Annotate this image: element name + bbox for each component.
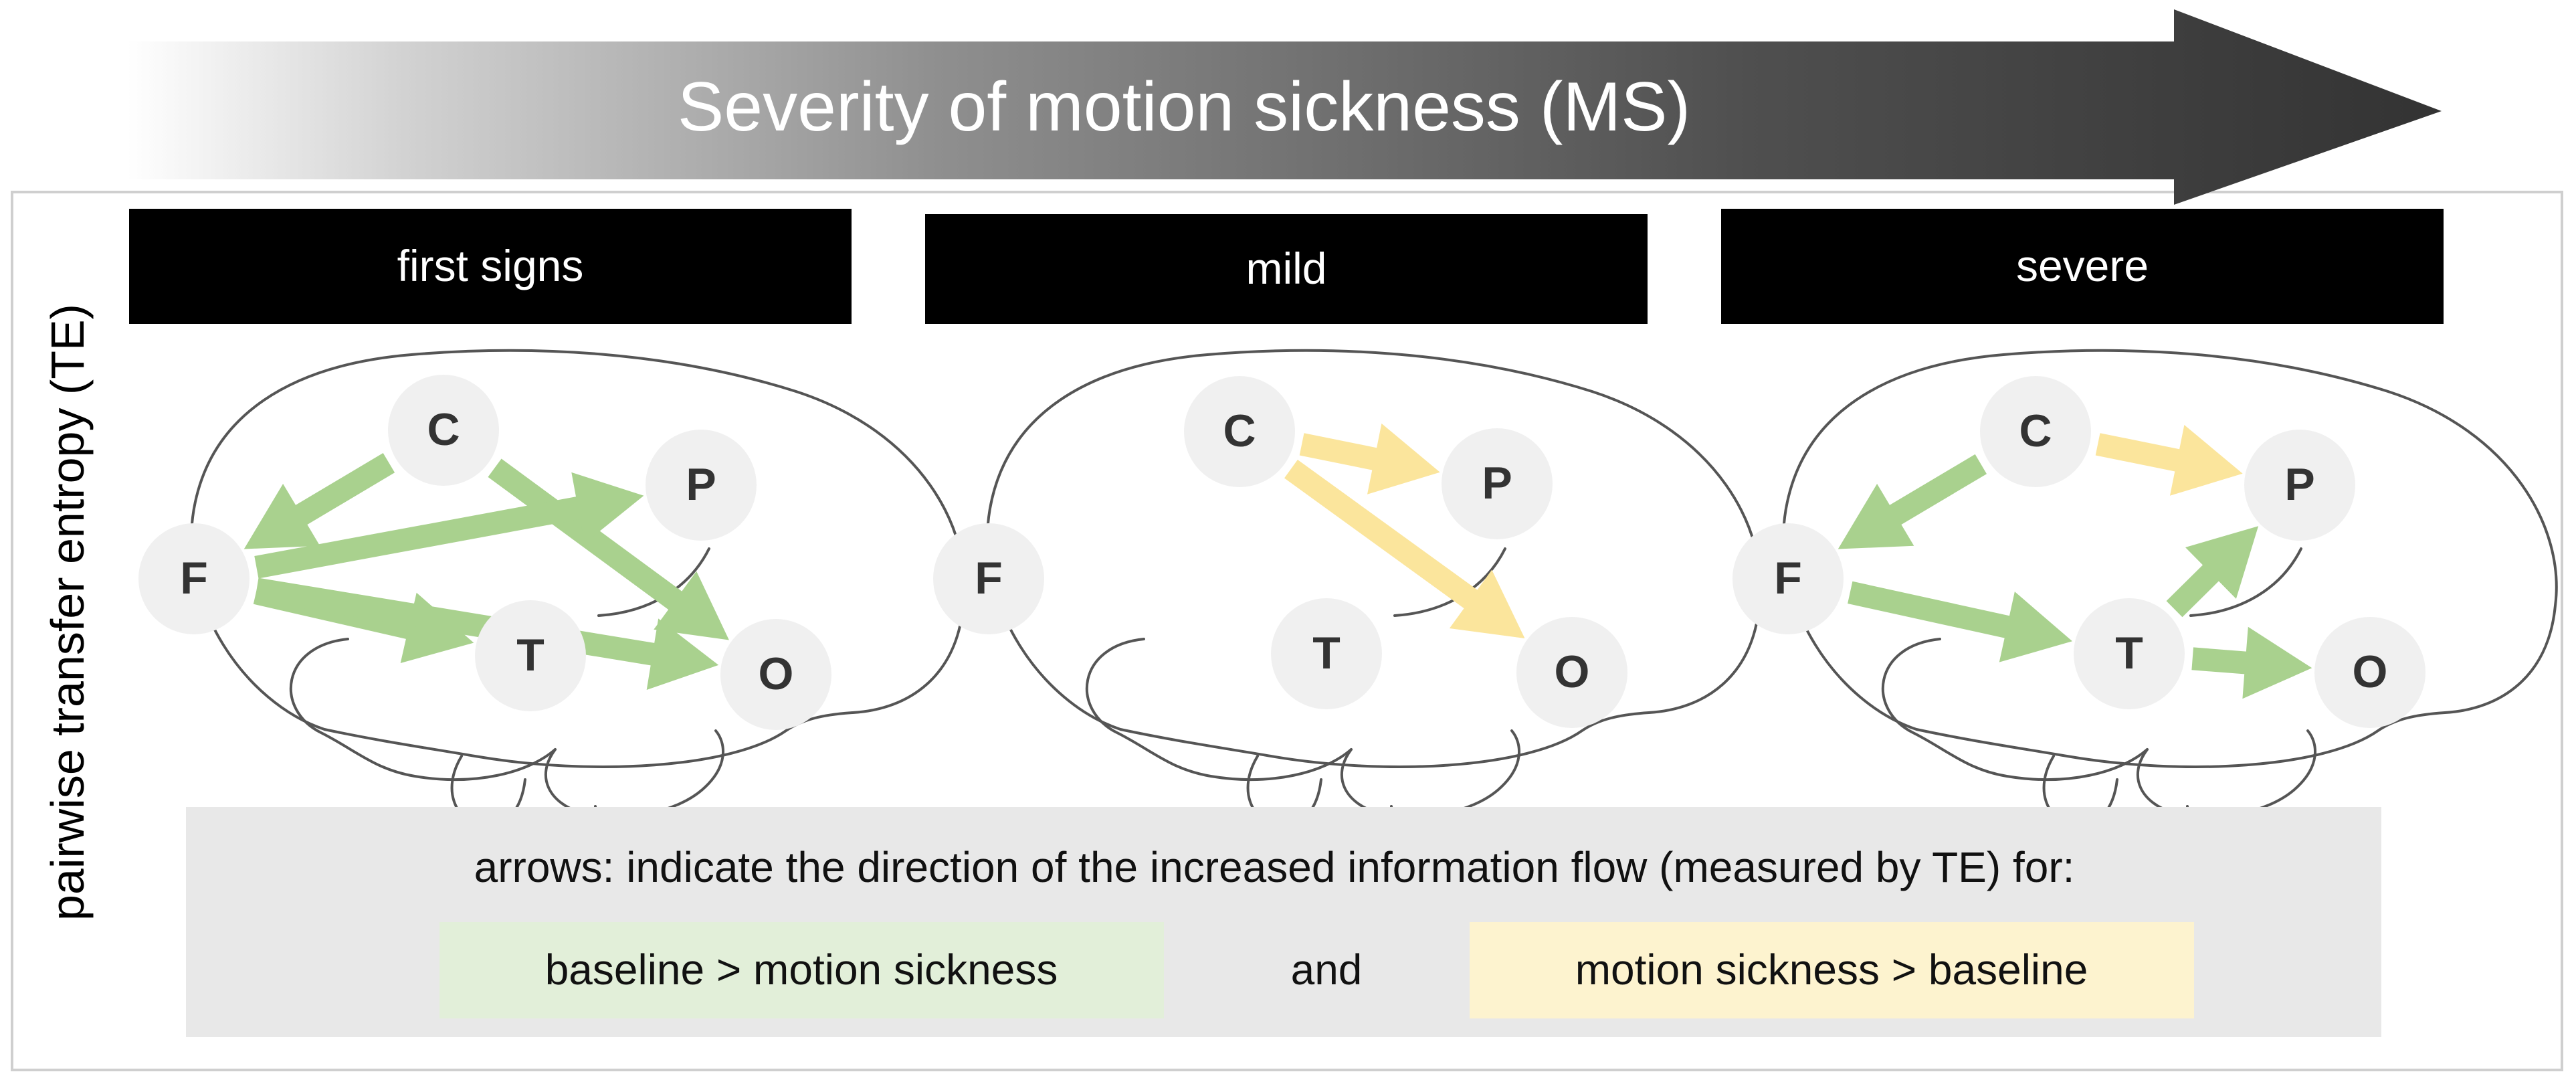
node-c: C (1184, 376, 1295, 487)
node-label: C (427, 404, 460, 455)
edge-arrow-t-to-p (2166, 526, 2259, 618)
legend-increase-box (1470, 922, 2194, 1018)
node-circle (2074, 598, 2185, 709)
brain-contour (544, 729, 724, 818)
node-circle (2244, 430, 2355, 541)
stage-header-label: severe (2016, 241, 2149, 290)
node-label: C (1223, 406, 1256, 456)
edge-arrow-c-to-p (2095, 425, 2243, 496)
node-circle (475, 600, 586, 711)
stage-header (1721, 209, 2444, 324)
node-o: O (2314, 617, 2425, 728)
brain-contour (289, 638, 557, 781)
stage-panel-mild: mild C P F T O (925, 214, 1762, 871)
node-label: T (1312, 628, 1341, 679)
node-label: T (2115, 628, 2143, 679)
node-circle (1732, 523, 1844, 634)
node-label: O (2353, 646, 2388, 697)
stage-header-label: first signs (397, 241, 584, 290)
node-label: F (1774, 553, 1802, 604)
y-axis-label: pairwise transfer entropy (TE) (41, 304, 94, 921)
severity-title: Severity of motion sickness (MS) (678, 68, 1690, 146)
node-c: C (388, 375, 499, 486)
legend-decrease-box (439, 922, 1164, 1018)
node-layer: C P F T O (1732, 376, 2425, 728)
stage-header (129, 209, 852, 324)
node-t: T (1271, 598, 1382, 709)
node-label: P (1482, 458, 1512, 509)
brain-contour (986, 349, 1762, 768)
severity-arrow: Severity of motion sickness (MS) (127, 9, 2442, 205)
node-circle (933, 523, 1044, 634)
node-t: T (2074, 598, 2185, 709)
stage-header-label: mild (1246, 244, 1326, 293)
severity-arrow-shape (127, 9, 2442, 205)
brain-contour (1085, 638, 1353, 781)
legend-intro: arrows: indicate the direction of the in… (474, 843, 2075, 891)
node-c: C (1980, 376, 2091, 487)
stage-panel-first-signs: first signs C P F T O (129, 209, 966, 871)
legend: arrows: indicate the direction of the in… (186, 807, 2381, 1037)
node-circle (388, 375, 499, 486)
brain-contour (190, 349, 966, 768)
node-p: P (646, 430, 757, 541)
node-circle (720, 619, 831, 730)
node-p: P (1442, 428, 1553, 539)
node-t: T (475, 600, 586, 711)
node-label: O (759, 648, 794, 699)
node-label: C (2019, 406, 2052, 456)
node-p: P (2244, 430, 2355, 541)
edge-arrow-c-to-f (243, 453, 395, 549)
node-label: O (1555, 646, 1590, 697)
legend-increase-label: motion sickness > baseline (1575, 946, 2088, 994)
node-label: T (516, 630, 544, 681)
brain-contour (2189, 547, 2302, 617)
node-label: P (686, 459, 716, 510)
edge-layer (1838, 425, 2312, 699)
edge-arrow-t-to-o (2191, 626, 2312, 699)
legend-decrease-label: baseline > motion sickness (545, 946, 1058, 994)
node-o: O (1516, 617, 1627, 728)
node-circle (646, 430, 757, 541)
legend-connector: and (1291, 946, 1363, 994)
edge-arrow-f-to-t (1848, 581, 2072, 662)
node-o: O (720, 619, 831, 730)
node-f: F (1732, 523, 1844, 634)
node-circle (1516, 617, 1627, 728)
figure-frame (11, 191, 2563, 1071)
brain-outline (986, 349, 1762, 871)
brain-contour (1340, 729, 1520, 818)
node-circle (1184, 376, 1295, 487)
node-label: P (2284, 459, 2314, 510)
edge-layer (1284, 423, 1525, 638)
node-layer: C P F T O (933, 376, 1627, 728)
brain-contour (1782, 349, 2558, 768)
node-label: F (180, 553, 208, 604)
node-circle (1271, 598, 1382, 709)
node-circle (1442, 428, 1553, 539)
brain-contour (1881, 638, 2149, 781)
node-label: F (975, 553, 1003, 604)
node-circle (138, 523, 250, 634)
edge-arrow-c-to-p (1299, 423, 1440, 494)
edge-arrow-c-to-f (1838, 454, 1987, 549)
node-circle (1980, 376, 2091, 487)
stage-panel-severe: severe C P F T O (1721, 209, 2558, 871)
brain-contour (2136, 729, 2316, 818)
node-layer: C P F T O (138, 375, 831, 730)
stage-header (925, 214, 1648, 324)
node-f: F (138, 523, 250, 634)
node-circle (2314, 617, 2425, 728)
edge-arrow-c-to-o (1284, 460, 1525, 638)
edge-arrow-f-to-p (254, 472, 644, 579)
node-f: F (933, 523, 1044, 634)
